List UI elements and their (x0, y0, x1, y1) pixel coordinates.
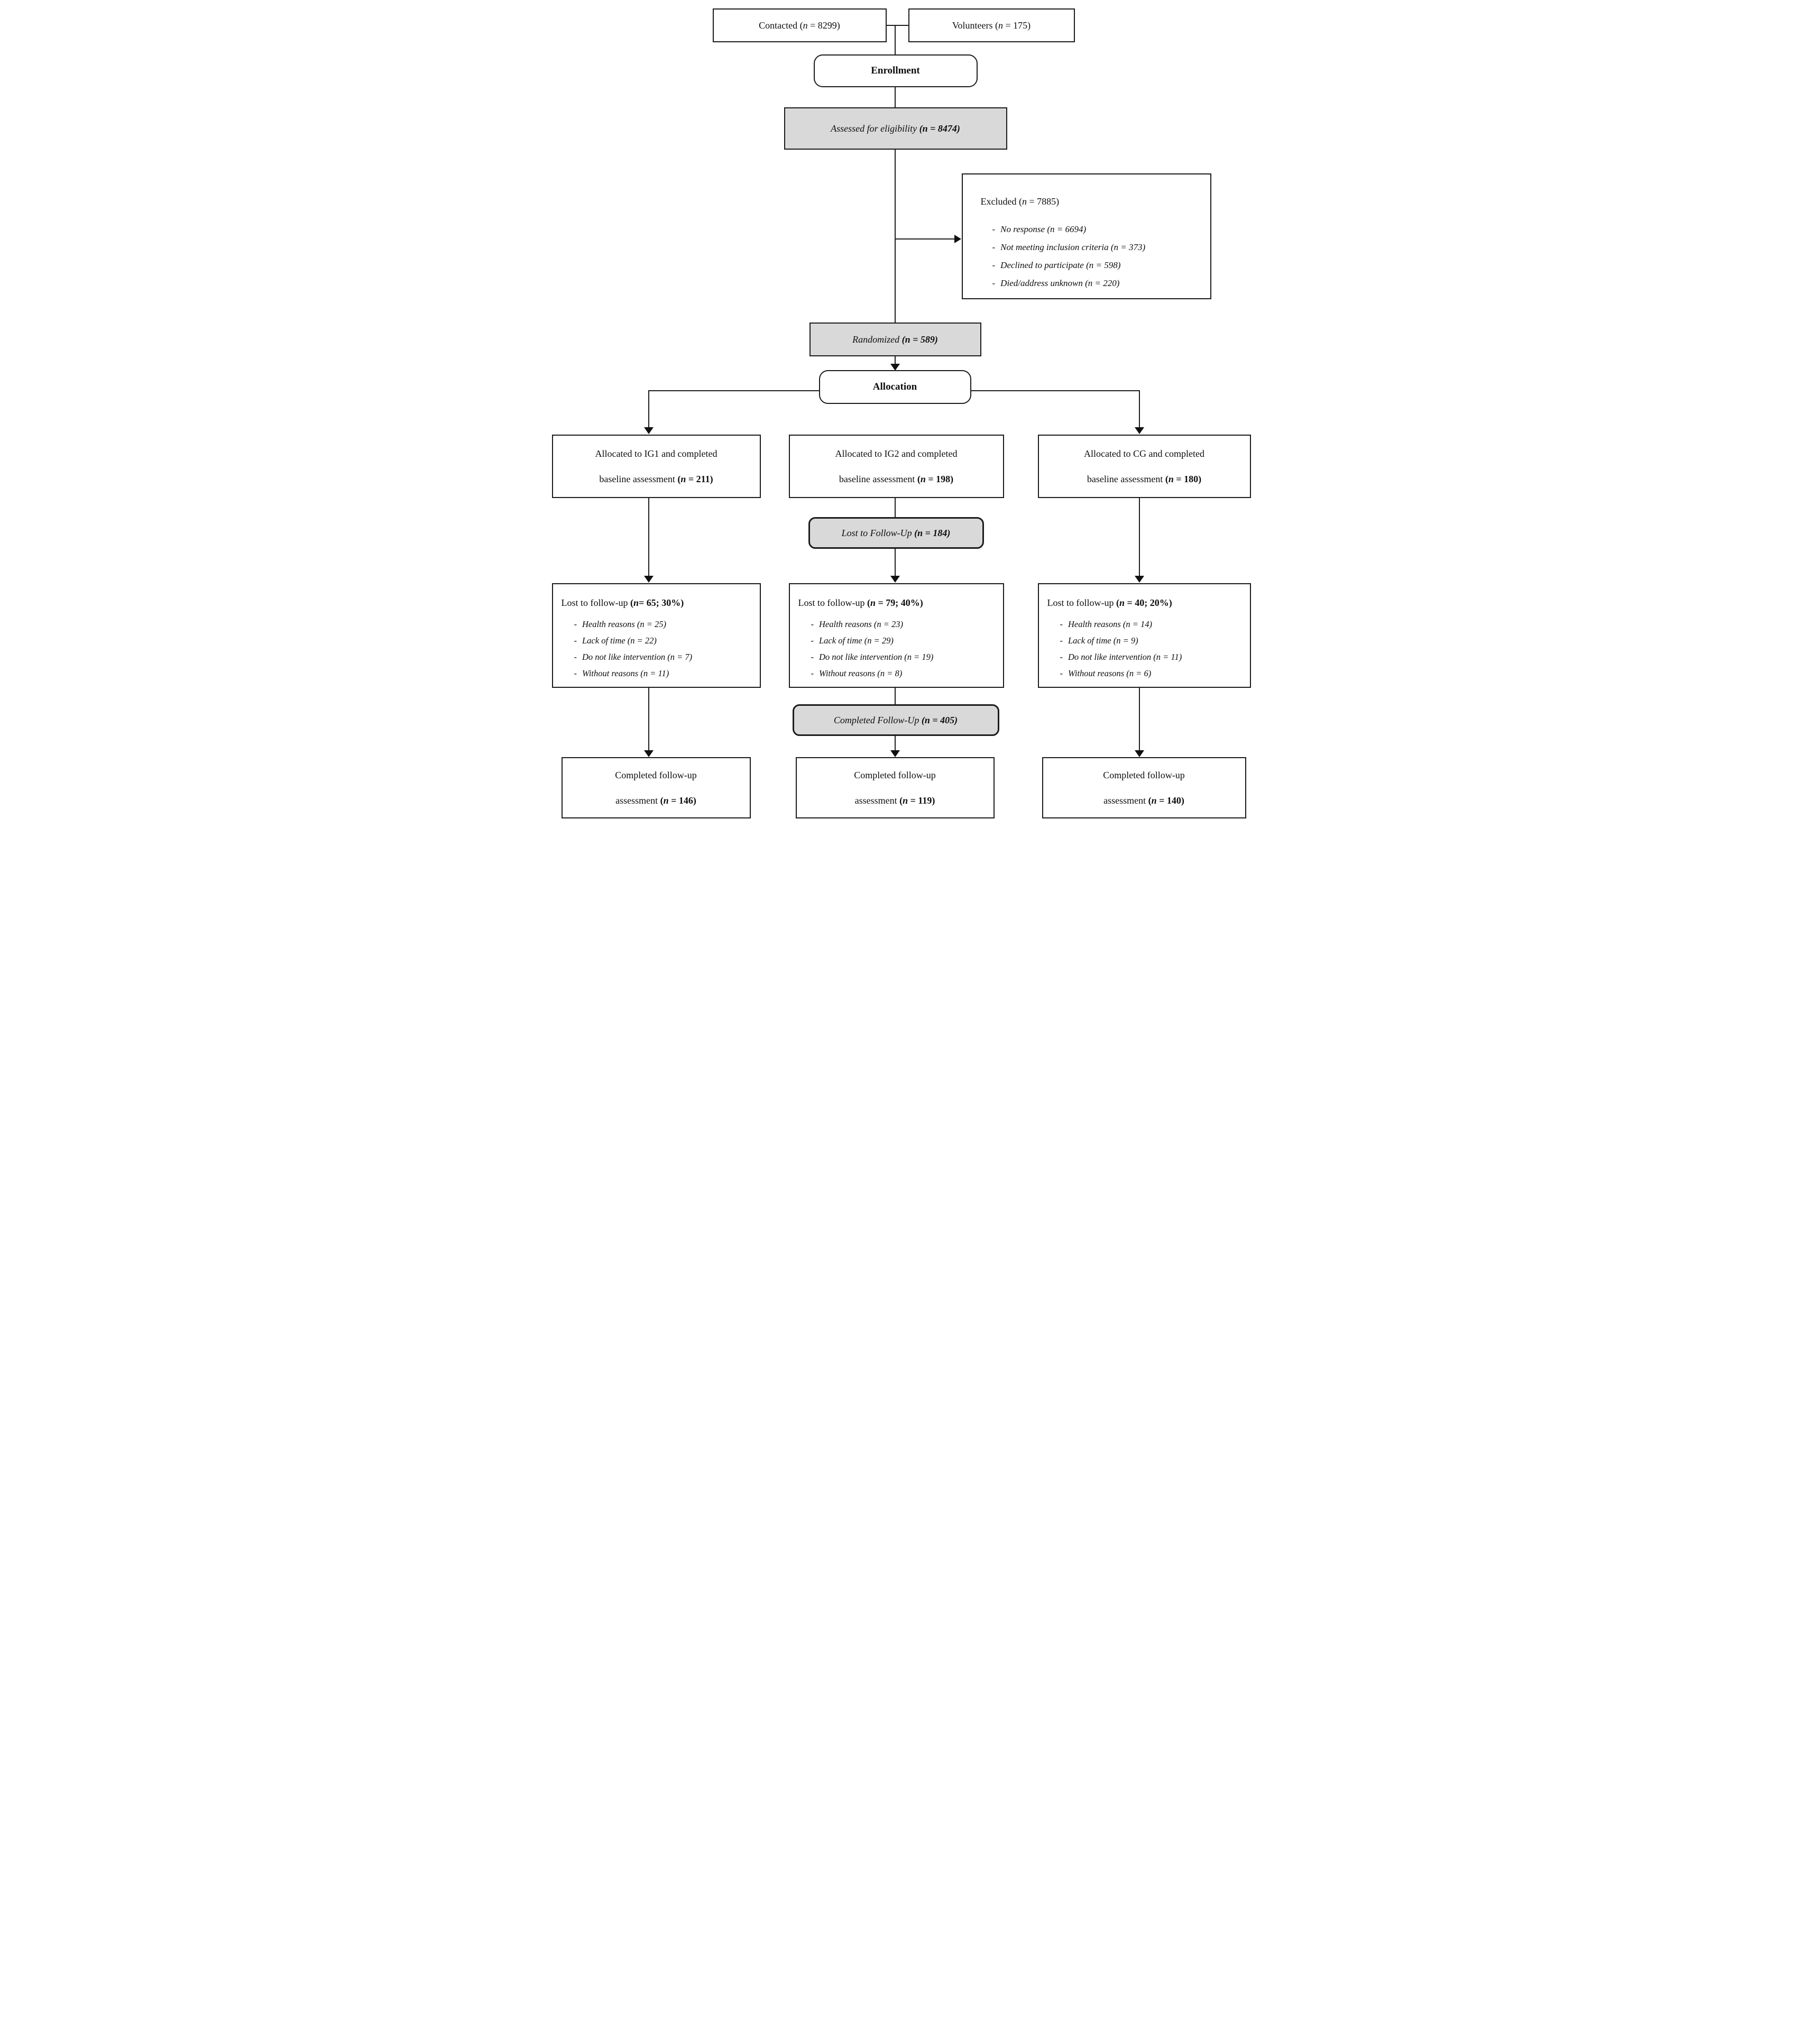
contacted-label: Contacted (n = 8299) (759, 20, 840, 31)
connector-left-drop (648, 390, 649, 427)
connector-allocation-left (648, 390, 819, 391)
connector-allocation-right (971, 390, 1140, 391)
lost-reason-item: -Without reasons (n = 8) (811, 668, 903, 678)
completed-summary-label: Completed Follow-Up (n = 405) (833, 714, 958, 725)
consort-flow-diagram: Contacted (n = 8299) Volunteers (n = 175… (537, 0, 1257, 823)
connector-top-to-enrollment (894, 25, 896, 54)
completed-ig1-line2: assessment (n = 146) (615, 795, 696, 806)
lost-summary-label: Lost to Follow-Up (n = 184) (841, 527, 951, 538)
completed-cg-line2: assessment (n = 140) (1103, 795, 1184, 806)
lost-reason-item: -Do not like intervention (n = 19) (811, 651, 934, 662)
contacted-box: Contacted (n = 8299) (712, 8, 887, 42)
completed-ig2-box: Completed follow-up assessment (n = 119) (795, 757, 995, 818)
arrow-down-icon (1134, 750, 1144, 757)
lost-ig2-title: Lost to follow-up (n = 79; 40%) (798, 597, 923, 608)
assessed-eligibility-box: Assessed for eligibility (n = 8474) (784, 107, 1007, 150)
completed-ig1-line1: Completed follow-up (615, 769, 697, 780)
excluded-reason-list: -No response (n = 6694) -Not meeting inc… (992, 220, 1146, 292)
excluded-reason-item: -No response (n = 6694) (992, 224, 1087, 234)
completed-ig2-line2: assessment (n = 119) (854, 795, 935, 806)
connector-completed-summary-to-ig2-bottom (894, 736, 896, 751)
lost-reason-item: -Without reasons (n = 11) (574, 668, 669, 678)
allocated-cg-line1: Allocated to CG and completed (1084, 448, 1204, 459)
connector-ig2-lost-to-completed-summary (894, 688, 896, 704)
allocated-ig1-box: Allocated to IG1 and completed baseline … (551, 435, 761, 498)
connector-enrollment-to-assessed (894, 87, 896, 107)
connector-right-drop (1138, 390, 1140, 427)
lost-reason-item: -Without reasons (n = 6) (1060, 668, 1152, 678)
randomized-box: Randomized (n = 589) (809, 323, 981, 356)
lost-cg-title: Lost to follow-up (n = 40; 20%) (1047, 597, 1172, 608)
arrow-down-icon (643, 427, 654, 434)
volunteers-box: Volunteers (n = 175) (908, 8, 1075, 42)
completed-ig1-box: Completed follow-up assessment (n = 146) (561, 757, 751, 818)
connector-ig2-to-lost-summary (894, 498, 896, 517)
lost-reason-item: -Health reasons (n = 23) (811, 619, 904, 629)
connector-ig1-to-lost (648, 498, 649, 576)
enrollment-label: Enrollment (871, 65, 920, 77)
lost-ig1-title: Lost to follow-up (n= 65; 30%) (561, 597, 684, 608)
lost-reason-item: -Lack of time (n = 22) (574, 635, 657, 646)
arrow-down-icon (643, 750, 654, 757)
lost-reason-item: -Lack of time (n = 29) (811, 635, 894, 646)
completed-ig2-line1: Completed follow-up (854, 769, 936, 780)
lost-cg-reason-list: -Health reasons (n = 14) -Lack of time (… (1060, 616, 1182, 682)
lost-followup-ig1-box: Lost to follow-up (n= 65; 30%) -Health r… (551, 583, 761, 688)
volunteers-label: Volunteers (n = 175) (952, 20, 1031, 31)
arrow-right-icon (954, 235, 961, 243)
arrow-down-icon (643, 576, 654, 583)
connector-assessed-to-randomized (894, 150, 896, 323)
lost-reason-item: -Health reasons (n = 25) (574, 619, 667, 629)
lost-ig2-reason-list: -Health reasons (n = 23) -Lack of time (… (811, 616, 934, 682)
allocated-ig2-box: Allocated to IG2 and completed baseline … (788, 435, 1004, 498)
arrow-down-icon (890, 750, 900, 757)
completed-cg-box: Completed follow-up assessment (n = 140) (1042, 757, 1246, 818)
completed-cg-line1: Completed follow-up (1103, 769, 1185, 780)
excluded-reason-item: -Died/address unknown (n = 220) (992, 278, 1120, 288)
enrollment-stage-box: Enrollment (813, 54, 978, 87)
allocated-ig2-line2: baseline assessment (n = 198) (839, 474, 954, 484)
arrow-down-icon (1134, 576, 1144, 583)
allocated-ig1-line1: Allocated to IG1 and completed (595, 448, 717, 459)
lost-reason-item: -Do not like intervention (n = 11) (1060, 651, 1182, 662)
allocated-cg-box: Allocated to CG and completed baseline a… (1037, 435, 1251, 498)
arrow-down-icon (890, 576, 900, 583)
lost-to-followup-summary-box: Lost to Follow-Up (n = 184) (808, 517, 984, 549)
lost-followup-ig2-box: Lost to follow-up (n = 79; 40%) -Health … (788, 583, 1004, 688)
lost-reason-item: -Do not like intervention (n = 7) (574, 651, 693, 662)
connector-cg-lost-to-bottom (1138, 688, 1140, 750)
connector-randomized-to-allocation (894, 356, 896, 365)
lost-ig1-reason-list: -Health reasons (n = 25) -Lack of time (… (574, 616, 693, 682)
excluded-title: Excluded (n = 7885) (980, 196, 1060, 207)
connector-top-horizontal (886, 25, 908, 26)
excluded-reason-item: -Declined to participate (n = 598) (992, 260, 1121, 270)
lost-followup-cg-box: Lost to follow-up (n = 40; 20%) -Health … (1037, 583, 1251, 688)
connector-excluded-horizontal (895, 238, 955, 240)
allocation-stage-box: Allocation (818, 370, 971, 404)
excluded-box: Excluded (n = 7885) -No response (n = 66… (961, 173, 1211, 299)
arrow-down-icon (1134, 427, 1144, 434)
lost-reason-item: -Lack of time (n = 9) (1060, 635, 1138, 646)
excluded-reason-item: -Not meeting inclusion criteria (n = 373… (992, 242, 1146, 252)
allocated-cg-line2: baseline assessment (n = 180) (1087, 474, 1202, 484)
randomized-label: Randomized (n = 589) (852, 334, 938, 345)
connector-ig1-lost-to-bottom (648, 688, 649, 750)
lost-reason-item: -Health reasons (n = 14) (1060, 619, 1153, 629)
connector-lost-summary-to-ig2-lost (894, 549, 896, 576)
allocated-ig2-line1: Allocated to IG2 and completed (835, 448, 958, 459)
completed-followup-summary-box: Completed Follow-Up (n = 405) (792, 704, 999, 736)
connector-cg-to-lost (1138, 498, 1140, 576)
allocation-label: Allocation (872, 381, 917, 393)
arrow-down-icon (890, 364, 900, 371)
assessed-label: Assessed for eligibility (n = 8474) (831, 123, 960, 134)
allocated-ig1-line2: baseline assessment (n = 211) (599, 474, 713, 484)
